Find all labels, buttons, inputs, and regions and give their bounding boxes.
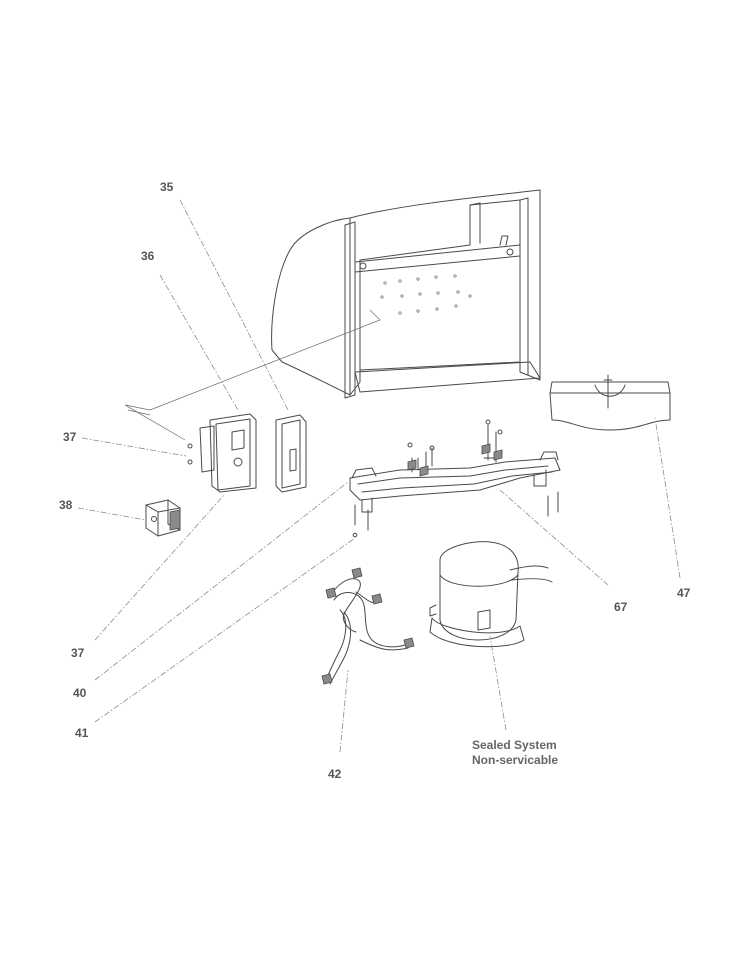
cabinet-liner (124, 189, 541, 441)
callout-38: 38 (59, 498, 73, 512)
wiring-harness-part-42 (321, 567, 415, 685)
callout-67: 67 (614, 600, 628, 614)
compressor (429, 541, 553, 648)
sealed-system-note: Sealed System Non-servicable (472, 738, 558, 768)
callout-36: 36 (141, 249, 155, 263)
callout-41: 41 (75, 726, 89, 740)
drain-pan-part-47 (549, 374, 671, 431)
callout-35: 35 (160, 180, 174, 194)
callout-37-bottom: 37 (71, 646, 85, 660)
relay-bracket-part-36 (187, 413, 257, 493)
callout-37-top: 37 (63, 430, 77, 444)
base-rail-part-67 (349, 419, 561, 538)
callout-47: 47 (677, 586, 691, 600)
cover-part-35 (275, 414, 307, 493)
start-device-part-38 (145, 499, 181, 537)
note-line-1: Sealed System (472, 738, 557, 752)
leader-lines (77, 199, 681, 753)
callout-42: 42 (328, 767, 342, 781)
callout-40: 40 (73, 686, 87, 700)
note-line-2: Non-servicable (472, 753, 559, 767)
